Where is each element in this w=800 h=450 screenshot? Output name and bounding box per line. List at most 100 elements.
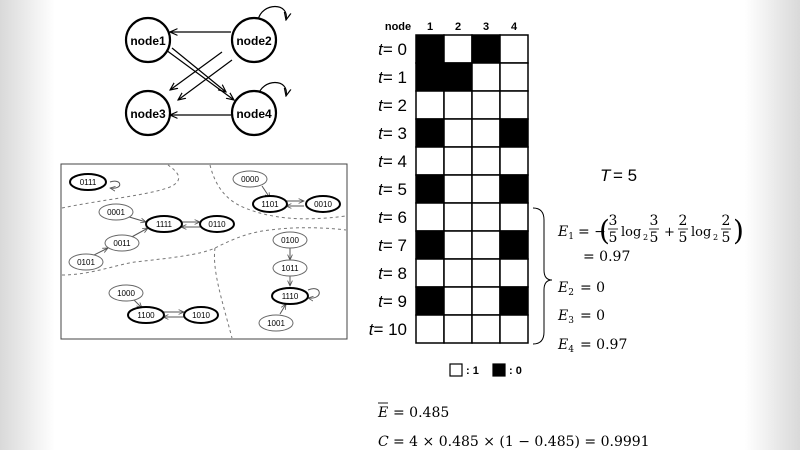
node3-circle xyxy=(124,89,172,137)
row-label-t9: t= 9 xyxy=(378,292,407,311)
state-0001 xyxy=(98,203,134,221)
svg-text:+: + xyxy=(664,225,675,240)
grid-cell-t1-node3 xyxy=(471,62,501,92)
grid-cell-t8-node2 xyxy=(443,258,473,288)
row-label-t5: t= 5 xyxy=(378,180,407,199)
grid-cell-t10-node4 xyxy=(499,314,529,344)
Ebar-value: = 0.485 xyxy=(393,405,449,421)
svg-text:3: 3 xyxy=(650,213,659,229)
state-1110 xyxy=(271,287,309,305)
grid-column-header-4: 4 xyxy=(511,21,518,33)
grid-cell-t7-node4 xyxy=(499,230,529,260)
state-label-1011: 1011 xyxy=(281,264,299,273)
state-0111 xyxy=(69,173,107,191)
grid-cell-t4-node1 xyxy=(415,146,445,176)
row-label-t2: t= 2 xyxy=(378,96,407,115)
grid-cell-t1-node4 xyxy=(499,62,529,92)
grid-column-header-1: 1 xyxy=(427,21,433,33)
basin-boundaries xyxy=(61,164,347,339)
paren-open: ( xyxy=(599,214,610,247)
edge-node1-node4 xyxy=(165,49,234,100)
legend-white-label: : 1 xyxy=(466,365,479,377)
grid-cell-t0-node4 xyxy=(499,34,529,64)
grid-cell-t4-node4 xyxy=(499,146,529,176)
row-label-t7: t= 7 xyxy=(378,236,407,255)
grid-cell-t9-node1 xyxy=(415,286,445,316)
grid-cell-t7-node2 xyxy=(443,230,473,260)
state-label-1101: 1101 xyxy=(261,200,279,209)
state-label-1000: 1000 xyxy=(117,289,135,298)
state-label-0101: 0101 xyxy=(77,258,95,267)
svg-text:log: log xyxy=(621,225,641,240)
legend-black-label: : 0 xyxy=(509,365,522,377)
grid-cell-t10-node3 xyxy=(471,314,501,344)
grid-cell-t7-node3 xyxy=(471,230,501,260)
state-label-0000: 0000 xyxy=(241,175,259,184)
E3-value: = 0 xyxy=(580,308,605,324)
grid-cell-t1-node1 xyxy=(415,62,445,92)
state-0000 xyxy=(232,170,268,188)
grid-column-header-2: 2 xyxy=(455,21,461,33)
state-label-0111: 0111 xyxy=(80,178,97,187)
edge-node2-node3-a xyxy=(170,51,223,90)
row-label-t3: t= 3 xyxy=(378,124,407,143)
state-label-1001: 1001 xyxy=(267,319,285,328)
brace xyxy=(532,207,553,345)
row-label-t10: t= 10 xyxy=(369,320,407,339)
paren-close: ) xyxy=(733,214,744,247)
state-0110 xyxy=(199,215,235,233)
T-value: = 5 xyxy=(613,166,637,185)
grid-cell-t9-node3 xyxy=(471,286,501,316)
grid-cell-t7-node1 xyxy=(415,230,445,260)
svg-text:2: 2 xyxy=(713,233,718,242)
state-label-0011: 0011 xyxy=(113,239,131,248)
state-label-0010: 0010 xyxy=(314,200,332,209)
state-label-1111: 1111 xyxy=(156,220,173,229)
state-0101 xyxy=(68,253,104,271)
node1-label: node1 xyxy=(130,34,166,48)
T-symbol: T xyxy=(600,166,612,185)
svg-text:5: 5 xyxy=(722,230,731,246)
grid-row-labels: t= 0t= 1t= 2t= 3t= 4t= 5t= 6t= 7t= 8t= 9… xyxy=(369,40,407,339)
state-label-0110: 0110 xyxy=(208,220,226,229)
edge-node3-node2 xyxy=(171,47,226,92)
state-0010 xyxy=(305,195,341,213)
grid-cell-t10-node2 xyxy=(443,314,473,344)
row-label-t0: t= 0 xyxy=(378,40,407,59)
state-1101 xyxy=(252,195,288,213)
grid-cell-t6-node1 xyxy=(415,202,445,232)
svg-text:5: 5 xyxy=(609,230,618,246)
E1-value: = 0.97 xyxy=(583,249,630,265)
state-0011 xyxy=(104,234,140,252)
grid-column-headers: 1 2 3 4 xyxy=(427,21,518,33)
C-symbol: C xyxy=(378,434,389,450)
E4-value: = 0.97 xyxy=(580,337,627,353)
E4-symbol: E4 xyxy=(557,337,574,355)
grid-cell-t8-node1 xyxy=(415,258,445,288)
grid-cell-t10-node1 xyxy=(415,314,445,344)
E3-symbol: E3 xyxy=(557,308,574,326)
state-1100 xyxy=(127,306,165,324)
svg-text:2: 2 xyxy=(679,213,688,229)
svg-text:2: 2 xyxy=(722,213,731,229)
C-value: = 4 × 0.485 × (1 − 0.485) = 0.9991 xyxy=(393,434,650,450)
state-label-1110: 1110 xyxy=(282,292,299,301)
svg-text:5: 5 xyxy=(650,230,659,246)
grid-header-node: node xyxy=(385,21,411,33)
grid-cells xyxy=(415,34,529,344)
network-diagram: node1 node2 node3 node4 xyxy=(124,6,286,137)
E2-symbol: E2 xyxy=(557,280,574,298)
grid-cell-t2-node1 xyxy=(415,90,445,120)
grid-column-header-3: 3 xyxy=(483,21,489,33)
node2-label: node2 xyxy=(236,34,272,48)
node3-label: node3 xyxy=(130,107,166,121)
state-0100 xyxy=(272,231,308,249)
svg-text:3: 3 xyxy=(609,213,618,229)
E2-value: = 0 xyxy=(580,280,605,296)
grid-cell-t3-node4 xyxy=(499,118,529,148)
state-transition-graph: 0111 0000 1101 0010 0001 1111 0110 0011 … xyxy=(60,163,348,340)
row-label-t6: t= 6 xyxy=(378,208,407,227)
grid-cell-t5-node4 xyxy=(499,174,529,204)
node1-circle xyxy=(124,16,172,64)
